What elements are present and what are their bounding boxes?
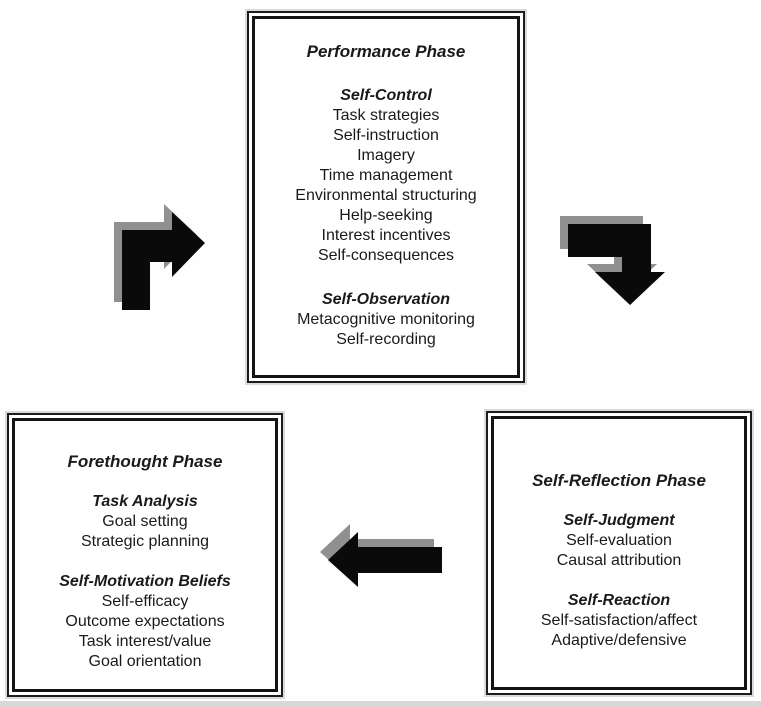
phase-item: Help-seeking xyxy=(339,207,433,224)
phase-item: Causal attribution xyxy=(556,552,682,569)
spacer xyxy=(494,491,744,511)
phase-item: Time management xyxy=(319,167,453,184)
self-reflection-phase-box: Self-Reflection Phase Self-Judgment Self… xyxy=(486,411,752,695)
section-heading: Self-Control xyxy=(340,87,432,104)
spacer xyxy=(494,571,744,591)
phase-title: Self-Reflection Phase xyxy=(532,471,706,490)
phase-item: Goal setting xyxy=(102,513,188,530)
phase-item: Metacognitive monitoring xyxy=(297,311,475,328)
spacer xyxy=(255,62,517,86)
phase-item: Task interest/value xyxy=(78,633,212,650)
phase-title: Forethought Phase xyxy=(67,452,223,471)
phase-item: Imagery xyxy=(357,147,415,164)
phase-item: Goal orientation xyxy=(88,653,202,670)
section-heading: Task Analysis xyxy=(92,493,198,510)
phase-item: Interest incentives xyxy=(321,227,451,244)
phase-item: Adaptive/defensive xyxy=(551,632,687,649)
spacer xyxy=(15,472,275,492)
forethought-phase-box-inner: Forethought Phase Task Analysis Goal set… xyxy=(12,418,278,692)
arrow-body xyxy=(568,224,665,305)
phase-item: Task strategies xyxy=(332,107,440,124)
performance-phase-box-inner: Performance Phase Self-Control Task stra… xyxy=(252,16,520,378)
section-heading: Self-Motivation Beliefs xyxy=(59,573,231,590)
phase-item: Self-recording xyxy=(336,331,436,348)
section-heading: Self-Reaction xyxy=(567,592,671,609)
spacer xyxy=(15,552,275,572)
performance-to-reflection-arrow-icon xyxy=(560,216,665,305)
section-heading: Self-Judgment xyxy=(563,512,675,529)
performance-phase-box: Performance Phase Self-Control Task stra… xyxy=(247,11,525,383)
forethought-phase-box: Forethought Phase Task Analysis Goal set… xyxy=(7,413,283,697)
phase-item: Environmental structuring xyxy=(295,187,477,204)
phase-item: Self-evaluation xyxy=(566,532,672,549)
spacer xyxy=(255,266,517,290)
reflection-to-forethought-arrow-icon xyxy=(320,524,442,587)
arrow-body xyxy=(122,212,205,310)
phase-item: Self-satisfaction/affect xyxy=(540,612,698,629)
page-bottom-edge xyxy=(0,701,761,707)
arrow-body xyxy=(328,532,442,587)
phase-item: Self-consequences xyxy=(317,247,455,264)
phase-item: Self-instruction xyxy=(333,127,439,144)
section-heading: Self-Observation xyxy=(321,291,451,308)
phase-item: Outcome expectations xyxy=(65,613,225,630)
phase-item: Strategic planning xyxy=(80,533,210,550)
forethought-to-performance-arrow-icon xyxy=(114,204,205,310)
phase-title: Performance Phase xyxy=(306,42,466,61)
phase-item: Self-efficacy xyxy=(101,593,189,610)
self-reflection-phase-box-inner: Self-Reflection Phase Self-Judgment Self… xyxy=(491,416,747,690)
